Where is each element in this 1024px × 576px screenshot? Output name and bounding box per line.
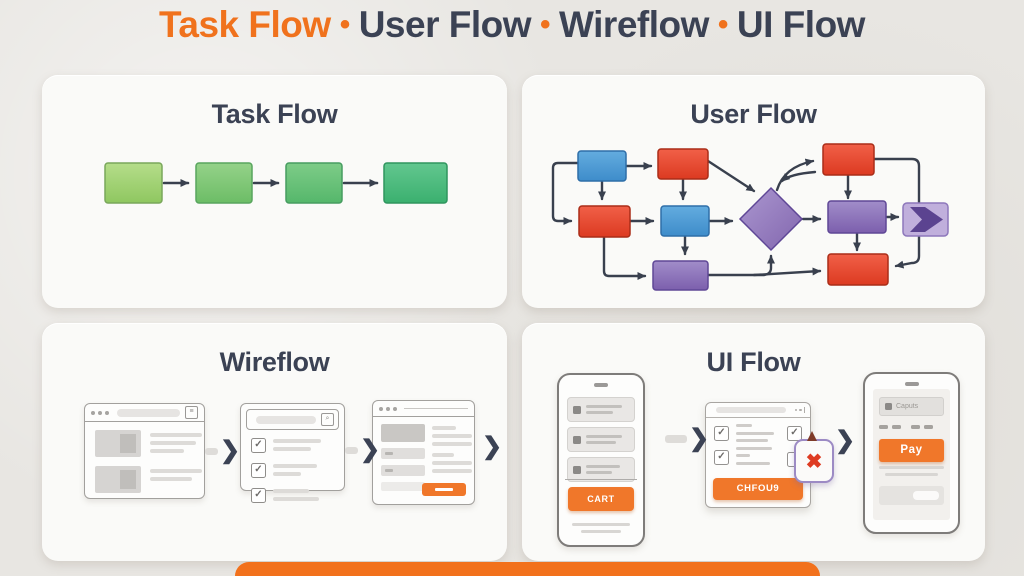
- cart-list-item: [567, 427, 635, 452]
- error-badge: ✖: [794, 431, 834, 483]
- checklist-item: ✓: [251, 486, 334, 505]
- task-flow-diagram: [104, 162, 448, 204]
- panel-task-flow: Task Flow: [42, 75, 507, 308]
- phone-screen: Caputs Pay: [873, 389, 950, 520]
- window-dot-icon: [91, 410, 95, 415]
- dot-separator-icon: •: [540, 8, 551, 41]
- menu-icon: ≡: [185, 406, 198, 419]
- dot-separator-icon: •: [339, 8, 351, 41]
- checkbox-checked-icon: ✓: [714, 450, 729, 465]
- flow-connector: ❯: [835, 427, 856, 454]
- chevron-right-icon: ❯: [835, 427, 856, 454]
- end-chevron-icon: [902, 202, 949, 237]
- checklist-item: ✓: [251, 461, 334, 480]
- wireflow-heading: Wireflow: [219, 347, 330, 377]
- window-dot-icon: [105, 410, 109, 415]
- user-flow-diagram: [551, 143, 949, 291]
- card-input-field: Caputs: [879, 397, 944, 416]
- card-input-label: Caputs: [896, 403, 919, 410]
- phone-cart-screen: CART: [557, 373, 645, 547]
- item-thumbnail-icon: [573, 435, 581, 444]
- checkbox-checked-icon: ✓: [251, 438, 266, 453]
- title-part-user-flow: User Flow: [358, 4, 532, 45]
- checkout-button: CHFOU9: [713, 478, 803, 500]
- address-bar-placeholder: [117, 408, 180, 417]
- panel-ui-flow: UI Flow CART ❯ ✓ ✓: [522, 323, 985, 561]
- page-title: Task Flow•User Flow•Wireflow•UI Flow: [0, 0, 1024, 52]
- browser-header: ≡: [85, 404, 204, 422]
- bottom-banner: [235, 562, 820, 576]
- card-number-placeholder: [879, 425, 944, 429]
- panel-user-flow: User Flow: [522, 75, 985, 308]
- wireframe-browser-1: ≡: [84, 403, 205, 499]
- error-pointer-icon: [807, 431, 817, 441]
- checkbox-checked-icon: ✓: [251, 488, 266, 503]
- checkout-modal: ✓ ✓ ✓ CHFOU9: [705, 402, 811, 508]
- task-flow-heading: Task Flow: [211, 99, 338, 129]
- form-field: [381, 448, 425, 459]
- item-thumbnail-icon: [573, 465, 581, 474]
- search-bar: ⌕: [246, 409, 339, 430]
- checkbox-checked-icon: ✓: [714, 426, 729, 441]
- phone-speaker: [594, 383, 608, 387]
- checkbox-checked-icon: ✓: [787, 426, 802, 441]
- window-dot-icon: [379, 406, 383, 411]
- pay-button: Pay: [879, 438, 944, 462]
- cart-list-item: [567, 457, 635, 482]
- chevron-right-icon: ❯: [689, 425, 710, 452]
- wireframe-browser-2: ⌕ ✓ ✓ ✓: [240, 403, 345, 503]
- flow-connector: ❯: [665, 425, 710, 452]
- chevron-right-icon: ❯: [482, 433, 503, 460]
- image-placeholder: [381, 424, 425, 442]
- close-icon: ✖: [805, 450, 823, 473]
- content-row: [95, 466, 202, 493]
- flow-connector: ❯: [205, 437, 241, 464]
- user-flow-heading: User Flow: [690, 99, 817, 129]
- checkbox-checked-icon: ✓: [251, 463, 266, 478]
- checklist-item: ✓: [251, 436, 334, 455]
- card-icon: [885, 403, 892, 410]
- phone-speaker: [904, 382, 919, 386]
- wireframe-browser-3: [372, 400, 475, 505]
- flow-connector: ❯: [345, 436, 381, 463]
- phone-pay-screen: Caputs Pay: [863, 372, 960, 534]
- form-field: [381, 482, 425, 491]
- window-controls-icon: [794, 407, 805, 413]
- image-placeholder: [95, 466, 141, 493]
- cart-button: CART: [568, 487, 634, 511]
- submit-button-placeholder: [422, 483, 466, 496]
- cart-list-item: [567, 397, 635, 422]
- ui-flow-heading: UI Flow: [706, 347, 801, 377]
- search-icon: ⌕: [321, 413, 334, 426]
- window-dot-icon: [386, 406, 390, 411]
- item-thumbnail-icon: [573, 405, 581, 414]
- chevron-right-icon: ❯: [220, 437, 241, 464]
- panel-wireflow: Wireflow ≡ ❯ ⌕: [42, 323, 507, 561]
- title-part-task-flow: Task Flow: [159, 4, 331, 45]
- image-placeholder: [95, 430, 141, 457]
- modal-header: [706, 403, 810, 418]
- flow-connector: ❯: [482, 433, 503, 460]
- window-dot-icon: [98, 410, 102, 415]
- chevron-right-icon: ❯: [360, 436, 381, 463]
- title-part-ui-flow: UI Flow: [736, 4, 866, 45]
- secondary-button-placeholder: [879, 485, 944, 505]
- window-dot-icon: [393, 406, 397, 411]
- browser-header: [373, 401, 474, 417]
- form-field: [381, 465, 425, 476]
- dot-separator-icon: •: [717, 8, 729, 41]
- content-row: [95, 430, 202, 457]
- title-part-wireflow: Wireflow: [559, 4, 709, 45]
